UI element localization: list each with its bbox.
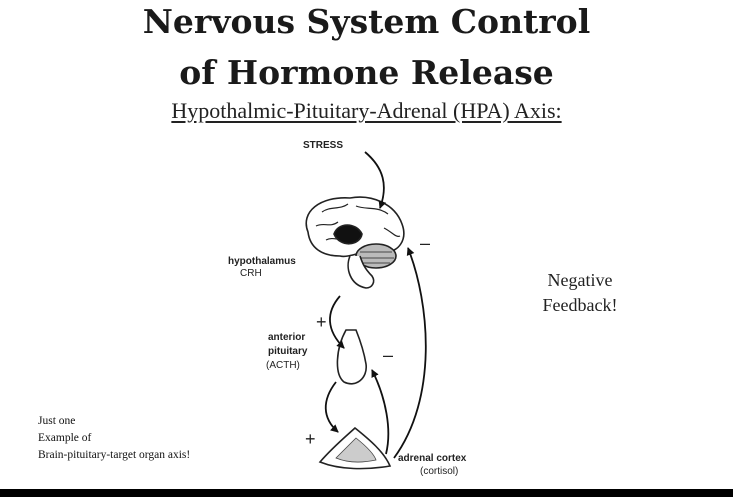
arrow-hypothalamus-to-pituitary [329,295,345,349]
cerebellum-lines [358,251,394,264]
plus-sign-pituitary: + [316,312,327,332]
arrow-feedback-to-hypothalamus [393,247,427,459]
brain-illustration [305,196,405,289]
brain-outline [305,196,405,258]
title-line-1: Nervous System Control [142,2,591,41]
brain-core [333,224,363,245]
minus-sign-hypothalamus: – [420,233,431,253]
note-line-2: Example of [38,432,92,444]
plus-sign-adrenal: + [305,429,316,449]
bottom-bar [0,489,733,497]
arrow-stress-to-brain [364,151,387,209]
acth-label: (ACTH) [266,360,300,371]
crh-label: CRH [240,268,262,279]
negative-feedback-label: Negative Feedback! [520,268,640,318]
subtitle: Hypothalmic-Pituitary-Adrenal (HPA) Axis… [171,98,562,123]
note-line-3: Brain-pituitary-target organ axis! [38,449,191,461]
minus-sign-pituitary: – [383,345,394,365]
adrenal-cortex-label: adrenal cortex [398,453,467,464]
stress-label: STRESS [303,140,344,151]
brainstem [347,255,375,289]
negative-feedback-line-2: Feedback! [542,295,618,315]
pituitary-gland [336,329,367,385]
anterior-label: anterior [268,332,306,343]
arrow-feedback-to-pituitary [371,369,390,455]
brain-gyri [315,203,401,241]
adrenal-gland [318,426,392,470]
cortisol-label: (cortisol) [420,466,459,477]
title-line-2: of Hormone Release [179,53,554,92]
arrow-pituitary-to-adrenal [324,381,339,433]
negative-feedback-line-1: Negative [547,270,613,290]
pituitary-label: pituitary [268,346,308,357]
adrenal-inner [335,437,377,463]
example-note: Just one Example of Brain-pituitary-targ… [38,413,190,464]
note-line-1: Just one [38,415,76,427]
hypothalamus-label: hypothalamus [228,256,296,267]
